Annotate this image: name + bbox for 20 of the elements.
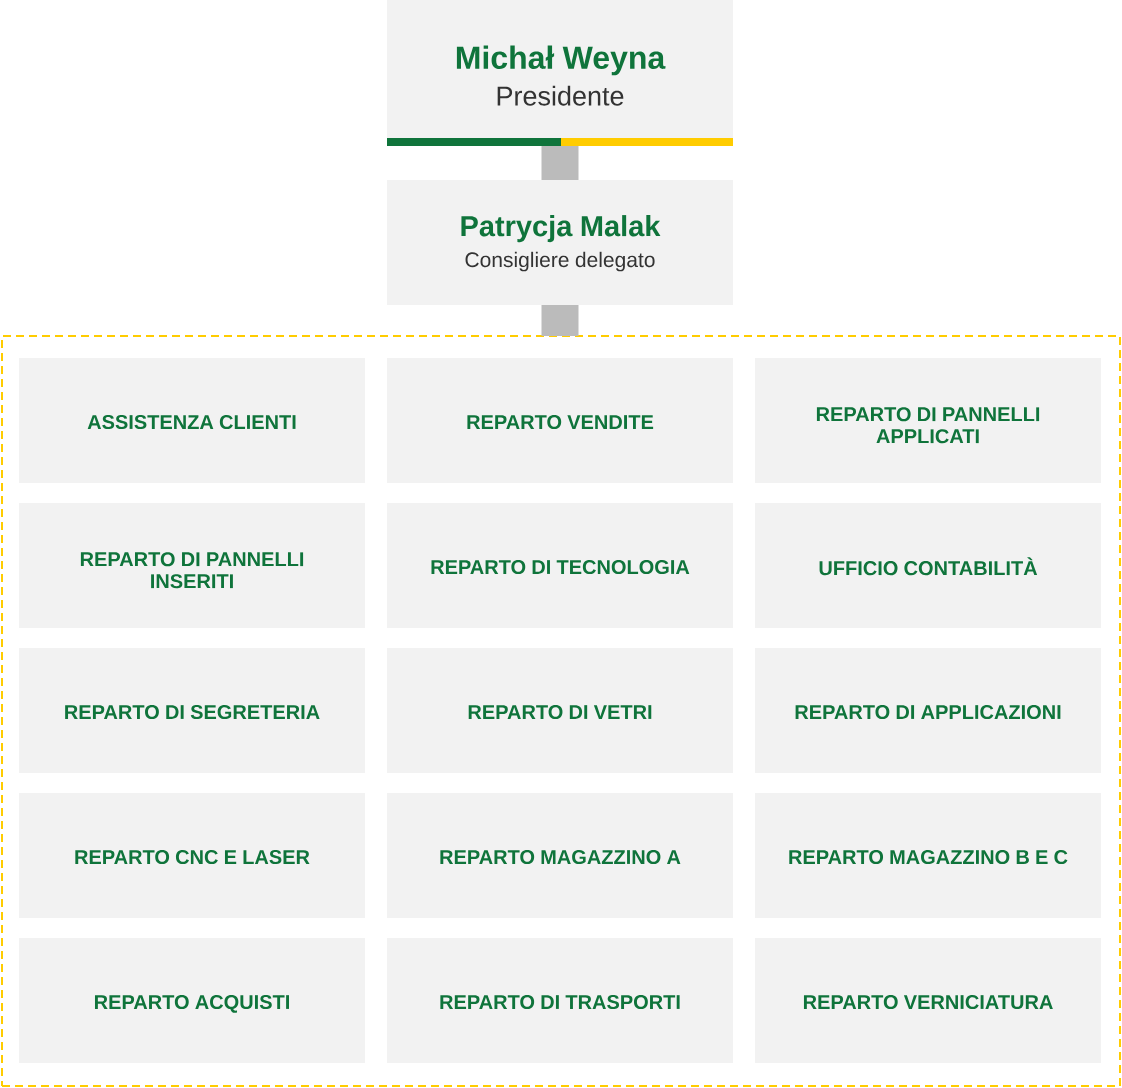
- department-box: UFFICIO CONTABILITÀ: [755, 503, 1101, 628]
- department-box: REPARTO DI TRASPORTI: [387, 938, 733, 1063]
- connector-bar: [541, 305, 579, 336]
- department-box: REPARTO DI APPLICAZIONI: [755, 648, 1101, 773]
- department-box: REPARTO DI TECNOLOGIA: [387, 503, 733, 628]
- department-box: REPARTO DI SEGRETERIA: [19, 648, 365, 773]
- department-box: REPARTO MAGAZZINO B E C: [755, 793, 1101, 918]
- department-box: REPARTO DI PANNELLI INSERITI: [19, 503, 365, 628]
- department-box: REPARTO DI PANNELLI APPLICATI: [755, 358, 1101, 483]
- department-box: REPARTO ACQUISTI: [19, 938, 365, 1063]
- department-box: ASSISTENZA CLIENTI: [19, 358, 365, 483]
- connector-bar: [541, 146, 579, 180]
- department-box: REPARTO VENDITE: [387, 358, 733, 483]
- name-box: Michał Weyna Presidente: [387, 0, 733, 146]
- department-box: REPARTO CNC E LASER: [19, 793, 365, 918]
- department-box: REPARTO DI VETRI: [387, 648, 733, 773]
- name-box: Patrycja Malak Consigliere delegato: [387, 180, 733, 305]
- dashed-frame: [1, 335, 1121, 1087]
- department-box: REPARTO MAGAZZINO A: [387, 793, 733, 918]
- department-box: REPARTO VERNICIATURA: [755, 938, 1101, 1063]
